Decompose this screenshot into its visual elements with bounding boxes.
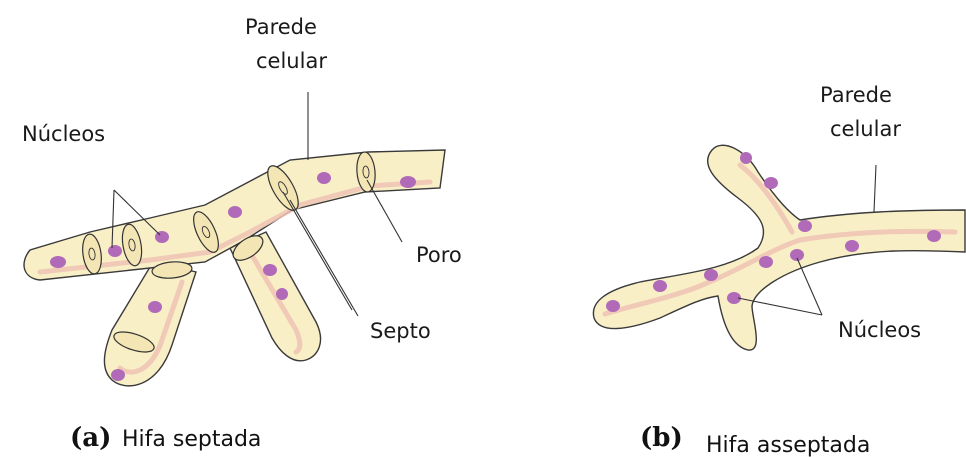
cell-wall-label-b-line1: Parede xyxy=(820,83,892,107)
nucleus xyxy=(317,172,331,184)
cell-wall-label-a-line1: Parede xyxy=(245,15,317,39)
aseptate-hypha-panel: Parede celular Núcleos (b) Hifa asseptad… xyxy=(593,83,965,457)
nucleus xyxy=(845,240,859,252)
nucleus xyxy=(228,206,242,218)
nuclei-leader-b1 xyxy=(797,258,822,315)
nucleus xyxy=(764,177,778,189)
nucleus xyxy=(704,269,718,281)
nucleus xyxy=(263,264,277,276)
cell-wall-label-b-line2: celular xyxy=(830,117,901,141)
septum-label: Septo xyxy=(370,319,431,343)
cell-wall-leader-b xyxy=(874,165,876,212)
nucleus xyxy=(276,288,288,300)
nucleus xyxy=(400,176,416,188)
nuclei-label-b: Núcleos xyxy=(838,318,921,342)
nucleus xyxy=(759,256,773,268)
nucleus xyxy=(50,256,66,268)
panel-a-letter: (a) xyxy=(70,423,111,453)
nucleus xyxy=(111,369,125,381)
panel-b-caption: Hifa asseptada xyxy=(706,433,870,457)
nucleus xyxy=(606,300,620,312)
nucleus xyxy=(927,230,941,242)
pore-label: Poro xyxy=(416,243,462,267)
panel-a-caption: Hifa septada xyxy=(122,427,261,452)
nucleus xyxy=(108,245,122,257)
nucleus xyxy=(740,152,752,164)
nucleus xyxy=(798,220,812,232)
nucleus xyxy=(148,301,162,313)
cell-wall-label-a-line2: celular xyxy=(256,49,327,73)
panel-b-letter: (b) xyxy=(640,423,683,453)
nuclei-label-a: Núcleos xyxy=(22,122,105,146)
nucleus xyxy=(653,280,667,292)
septate-hypha-panel: Núcleos Parede celular Poro Septo (a) Hi… xyxy=(22,15,462,453)
